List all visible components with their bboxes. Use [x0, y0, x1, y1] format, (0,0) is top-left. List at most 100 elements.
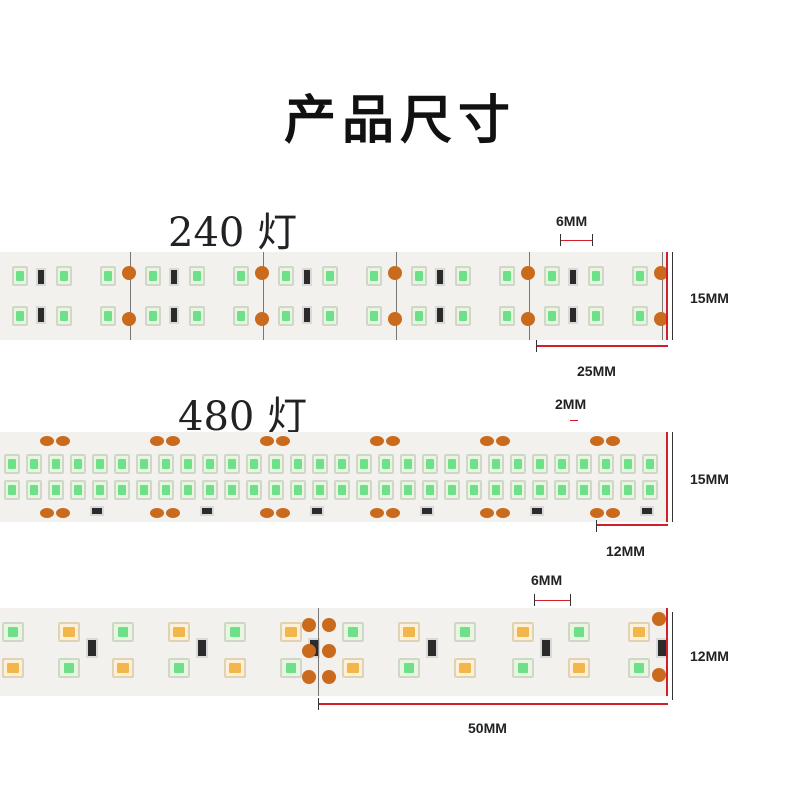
strip3-pitch-line	[534, 600, 570, 601]
led-chip	[422, 454, 438, 474]
led-chip	[510, 454, 526, 474]
solder-pad	[255, 312, 269, 326]
led-chip	[532, 480, 548, 500]
led-chip	[366, 266, 382, 286]
solder-pad	[496, 436, 510, 446]
led-chip	[642, 480, 658, 500]
strip3-pitch-label: 6MM	[531, 572, 563, 588]
led-chip	[26, 480, 42, 500]
led-chip	[342, 622, 364, 642]
solder-pad	[386, 436, 400, 446]
strip2-pitch-line	[570, 420, 578, 421]
led-chip	[455, 266, 471, 286]
led-chip	[568, 658, 590, 678]
led-chip	[356, 454, 372, 474]
led-chip	[56, 306, 72, 326]
led-chip	[278, 306, 294, 326]
solder-pad	[386, 508, 400, 518]
solder-pad	[166, 436, 180, 446]
solder-pad	[606, 436, 620, 446]
led-chip	[598, 454, 614, 474]
resistor	[310, 506, 324, 516]
led-chip	[168, 622, 190, 642]
led-chip	[70, 454, 86, 474]
solder-pad	[590, 436, 604, 446]
strip1-240-leds	[0, 252, 668, 340]
led-chip	[598, 480, 614, 500]
resistor	[568, 306, 578, 324]
led-chip	[454, 622, 476, 642]
led-chip	[488, 480, 504, 500]
resistor	[196, 638, 208, 658]
led-chip	[512, 622, 534, 642]
led-chip	[145, 266, 161, 286]
led-chip	[400, 480, 416, 500]
strip3-segment-label: 50MM	[468, 720, 507, 736]
solder-pad	[521, 312, 535, 326]
strip1-pitch-label: 6MM	[556, 213, 588, 229]
solder-pad	[255, 266, 269, 280]
solder-pad	[521, 266, 535, 280]
led-chip	[499, 266, 515, 286]
led-chip	[400, 454, 416, 474]
solder-pad	[654, 266, 668, 280]
strip2-width-label: 15MM	[690, 471, 729, 487]
led-chip	[56, 266, 72, 286]
led-chip	[158, 454, 174, 474]
solder-pad	[302, 618, 316, 632]
resistor	[426, 638, 438, 658]
resistor	[640, 506, 654, 516]
strip3-pitch-tick-left	[534, 594, 535, 606]
strip2-segment-label: 12MM	[606, 543, 645, 559]
led-chip	[290, 454, 306, 474]
led-chip	[290, 480, 306, 500]
led-chip	[342, 658, 364, 678]
led-chip	[136, 454, 152, 474]
strip3-segment-line	[318, 703, 668, 705]
solder-pad	[276, 508, 290, 518]
led-chip	[2, 658, 24, 678]
led-chip	[26, 454, 42, 474]
solder-pad	[480, 436, 494, 446]
strip2-segment-line	[596, 524, 668, 526]
led-chip	[92, 454, 108, 474]
strip1-edge	[666, 252, 668, 340]
solder-pad	[302, 644, 316, 658]
cut-line	[318, 608, 319, 696]
solder-pad	[276, 436, 290, 446]
led-chip	[544, 266, 560, 286]
led-chip	[145, 306, 161, 326]
led-chip	[632, 306, 648, 326]
led-chip	[224, 658, 246, 678]
solder-pad	[150, 436, 164, 446]
solder-pad	[260, 508, 274, 518]
resistor	[435, 268, 445, 286]
led-chip	[510, 480, 526, 500]
led-chip	[454, 658, 476, 678]
cut-line	[529, 252, 530, 340]
led-chip	[322, 266, 338, 286]
page-title: 产品尺寸	[283, 91, 516, 151]
solder-pad	[56, 508, 70, 518]
led-chip	[378, 454, 394, 474]
led-chip	[312, 454, 328, 474]
strip3-edge	[666, 608, 668, 696]
led-chip	[356, 480, 372, 500]
led-chip	[312, 480, 328, 500]
led-chip	[366, 306, 382, 326]
strip1-pitch-tick-right	[592, 234, 593, 246]
led-chip	[422, 480, 438, 500]
led-chip	[268, 480, 284, 500]
resistor	[169, 306, 179, 324]
led-chip	[202, 454, 218, 474]
strip1-segment-line	[536, 345, 668, 347]
led-chip	[180, 480, 196, 500]
led-chip	[224, 622, 246, 642]
solder-pad	[166, 508, 180, 518]
solder-pad	[56, 436, 70, 446]
strip2-width-line	[672, 432, 673, 522]
resistor	[86, 638, 98, 658]
led-chip	[189, 266, 205, 286]
solder-pad	[260, 436, 274, 446]
solder-pad	[322, 644, 336, 658]
